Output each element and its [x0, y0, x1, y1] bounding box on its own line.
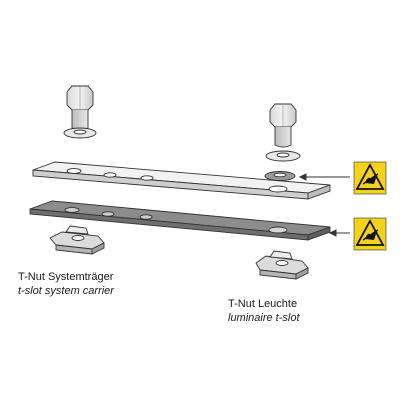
label-t-nut-system-carrier: T-Nut Systemträger t-slot system carrier: [18, 270, 114, 298]
upper-plate: [32, 161, 331, 200]
t-nut-left-icon: [49, 225, 105, 255]
washer-right-icon: [265, 150, 301, 162]
washer-left-icon: [63, 127, 97, 139]
t-nut-right-icon: [255, 250, 309, 280]
esd-warning-icon: [353, 217, 387, 251]
arrow-upper: [298, 173, 350, 181]
lower-plate: [29, 200, 331, 241]
esd-warning-icon: [353, 161, 387, 195]
label-right-title: T-Nut Leuchte: [228, 298, 298, 310]
bolt-left-icon: [66, 85, 94, 131]
label-left-subtitle: t-slot system carrier: [18, 285, 114, 297]
label-left-title: T-Nut Systemträger: [18, 271, 114, 283]
arrow-lower: [328, 229, 350, 237]
label-t-nut-luminaire: T-Nut Leuchte luminaire t-slot: [228, 297, 300, 325]
label-right-subtitle: luminaire t-slot: [228, 312, 300, 324]
washer-plate-icon: [264, 171, 296, 181]
bolt-right-icon: [269, 103, 297, 148]
